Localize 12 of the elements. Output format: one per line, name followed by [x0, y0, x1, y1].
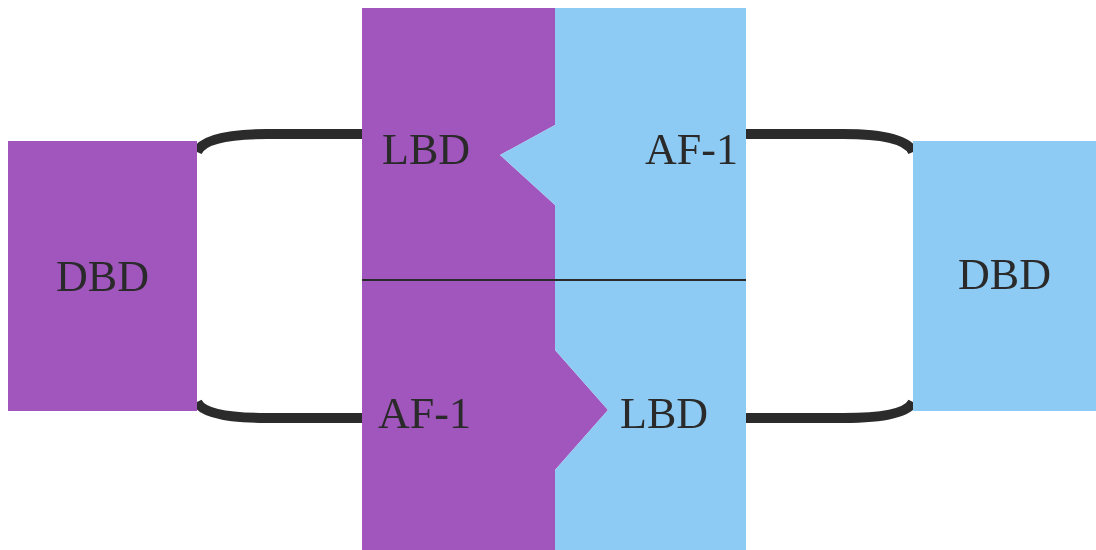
- domain-label: LBD: [382, 126, 471, 174]
- domain-label: LBD: [620, 390, 709, 438]
- domain-box: [8, 141, 197, 411]
- domain-region: [362, 8, 555, 280]
- domain-label: AF-1: [378, 390, 472, 438]
- domain-label: AF-1: [644, 126, 738, 174]
- domain-box: [913, 141, 1096, 411]
- domain-region: [555, 280, 746, 550]
- domain-region: [362, 280, 608, 550]
- domain-label: DBD: [55, 253, 150, 301]
- domain-region: [500, 8, 746, 280]
- domain-label: DBD: [957, 251, 1052, 299]
